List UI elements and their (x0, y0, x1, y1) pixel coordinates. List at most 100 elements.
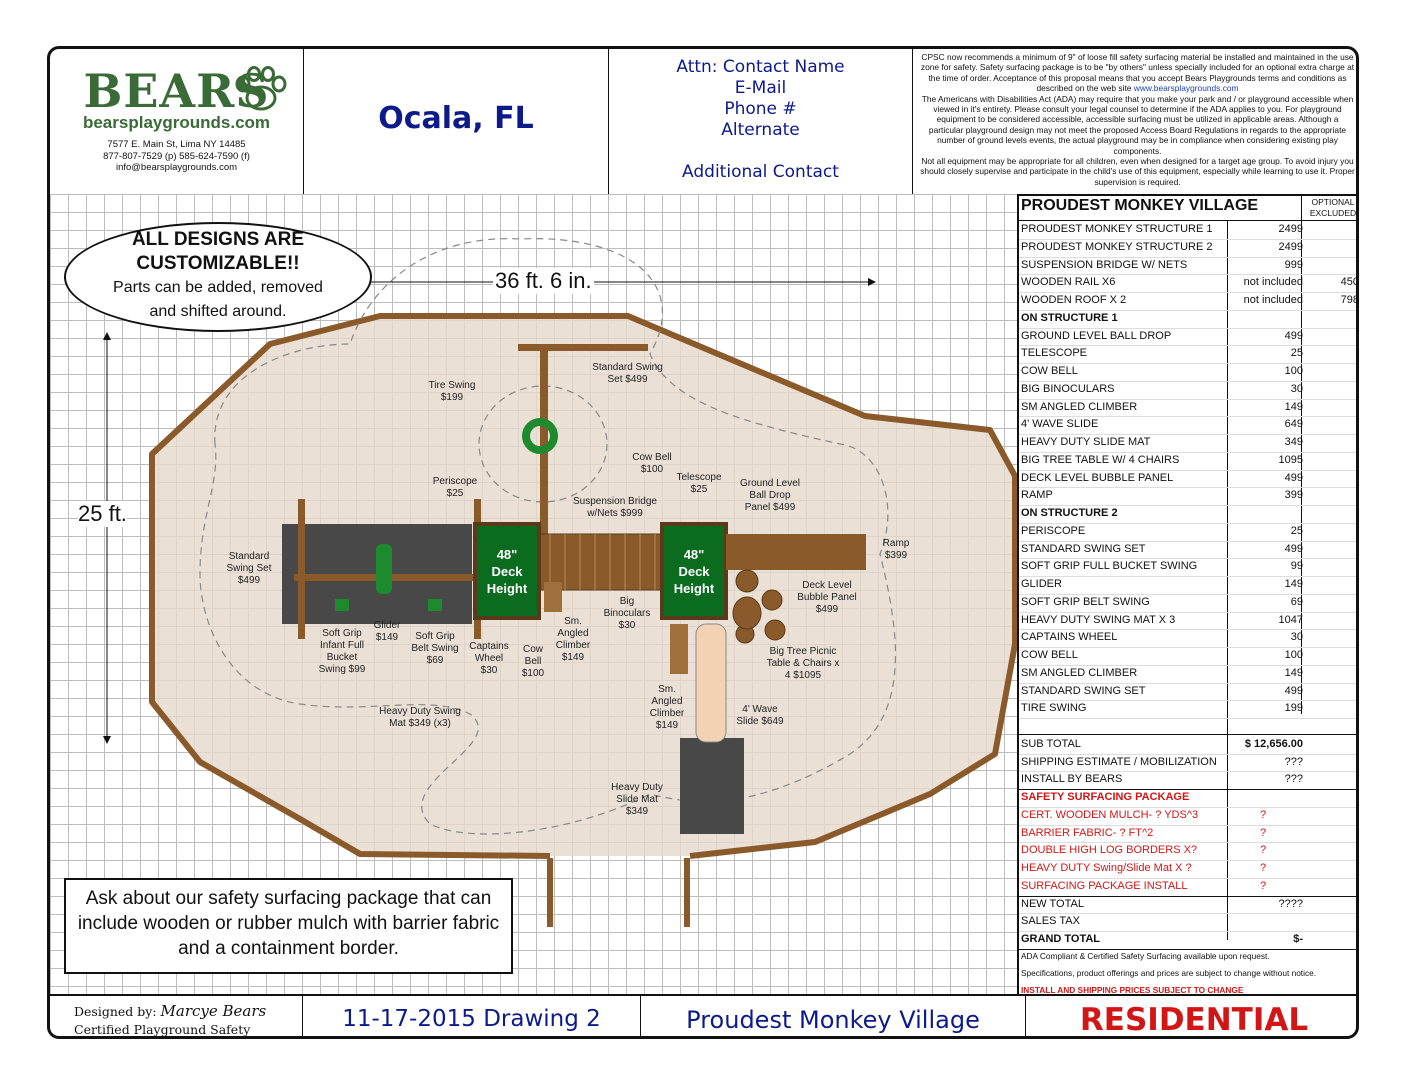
price-item-value: not included (1243, 294, 1303, 306)
project-name: Proudest Monkey Village (641, 996, 1026, 1036)
paw-icon (235, 66, 287, 111)
additional-contact: Additional Contact (682, 162, 839, 182)
label-cow-bell-1: Cow Bell $100 (632, 452, 672, 475)
price-item-name: TIRE SWING (1021, 702, 1087, 715)
price-item-name: GROUND LEVEL BALL DROP (1021, 329, 1172, 342)
grand-total-row: GRAND TOTAL$- (1019, 931, 1356, 950)
plan-sheet: BEARS bearsplaygrounds.com 7577 E. Main … (47, 46, 1359, 1039)
price-item-value: 99 (1290, 560, 1303, 573)
price-item-value: 149 (1284, 400, 1303, 413)
date-drawing: 11-17-2015 Drawing 2 (303, 996, 641, 1036)
price-item-value: 30 (1290, 382, 1303, 395)
price-item-name: CERT. WOODEN MULCH- ? YDS^3 (1021, 808, 1199, 821)
price-item-name: WOODEN ROOF X 2 (1021, 294, 1127, 306)
deck-structure-2 (660, 522, 728, 620)
price-item-name: INSTALL BY BEARS (1021, 773, 1123, 786)
price-item-name: GLIDER (1021, 578, 1062, 590)
customizable-body: Parts can be added, removed and shifted … (113, 279, 323, 320)
label-soft-grip-belt: Soft Grip Belt Swing $69 (411, 631, 459, 666)
price-item-name: SALES TAX (1021, 915, 1080, 928)
price-row: SOFT GRIP FULL BUCKET SWING 99 (1019, 558, 1356, 578)
surfacing-row: CERT. WOODEN MULCH- ? YDS^3? (1019, 807, 1356, 826)
price-item-value: ? (1259, 844, 1267, 857)
price-item-value: 100 (1284, 649, 1303, 661)
label-periscope: Periscope $25 (432, 476, 478, 499)
price-item-value: 499 (1284, 329, 1303, 342)
surfacing-row: DOUBLE HIGH LOG BORDERS X?? (1019, 842, 1356, 862)
price-row: CAPTAINS WHEEL 30 (1019, 629, 1356, 649)
price-item-name: SAFETY SURFACING PACKAGE (1021, 791, 1190, 803)
price-item-value: 2499 (1278, 240, 1303, 253)
price-item-name: NEW TOTAL (1021, 897, 1084, 910)
price-item-name: HEAVY DUTY SWING MAT X 3 (1021, 613, 1176, 626)
price-item-value: 25 (1290, 347, 1303, 360)
price-item-value: $- (1293, 933, 1303, 945)
designer-name: Marcye Bears (160, 1002, 267, 1020)
price-item-value: 999 (1284, 258, 1303, 271)
label-slide-mat: Heavy Duty Slide Mat $349 (611, 782, 663, 817)
customizable-callout: ALL DESIGNS ARE CUSTOMIZABLE!! Parts can… (64, 222, 372, 332)
price-item-value: 2499 (1278, 223, 1303, 235)
company-address: 7577 E. Main St, Lima NY 14485 (107, 139, 246, 150)
price-item-name: SHIPPING ESTIMATE / MOBILIZATION (1021, 755, 1217, 768)
price-item-value: ? (1259, 879, 1267, 892)
label-captains-wheel: Captains Wheel $30 (469, 641, 509, 676)
surfacing-row: BARRIER FABRIC- ? FT^2? (1019, 825, 1356, 844)
price-item-name: SOFT GRIP BELT SWING (1021, 595, 1150, 608)
optional-excluded-header: OPTIONAL EXCLUDED (1309, 197, 1357, 218)
price-item-name: HEAVY DUTY Swing/Slide Mat X ? (1021, 862, 1192, 874)
dimension-lines (103, 278, 876, 744)
website-link[interactable]: www.bearsplaygrounds.com (1133, 83, 1239, 94)
price-item-name: PROUDEST MONKEY STRUCTURE 2 (1021, 240, 1213, 253)
price-item-name: SOFT GRIP FULL BUCKET SWING (1021, 560, 1198, 573)
label-sm-climber-1: Sm. Angled Climber $149 (555, 616, 591, 663)
price-item-value: 499 (1284, 542, 1303, 555)
label-wave-slide: 4' Wave Slide $649 (736, 704, 784, 727)
label-ramp: Ramp $399 (882, 538, 910, 561)
price-item-name: CAPTAINS WHEEL (1021, 631, 1118, 644)
price-item-value: 399 (1284, 489, 1303, 502)
contact-block: Attn: Contact Name E-Mail Phone # Altern… (609, 49, 913, 194)
price-item-name: BIG BINOCULARS (1021, 382, 1115, 395)
price-item-value: not included (1243, 276, 1303, 289)
price-item-name: DECK LEVEL BUBBLE PANEL (1021, 471, 1174, 484)
price-footnote: INSTALL AND SHIPPING PRICES SUBJECT TO C… (1021, 984, 1244, 995)
ramp (726, 534, 866, 570)
price-item-name: RAMP (1021, 489, 1053, 502)
install-row: INSTALL BY BEARS??? (1019, 771, 1356, 791)
location-block: Ocala, FL (304, 49, 609, 194)
price-item-name: TELESCOPE (1021, 347, 1088, 360)
label-cow-bell-2: Cow Bell $100 (521, 644, 545, 679)
price-item-name: BIG TREE TABLE W/ 4 CHAIRS (1021, 453, 1180, 466)
price-item-value: 25 (1290, 524, 1303, 537)
label-telescope: Telescope $25 (676, 472, 722, 495)
customizable-title: ALL DESIGNS ARE CUSTOMIZABLE!! (131, 229, 305, 274)
price-item-name: SM ANGLED CLIMBER (1021, 400, 1138, 413)
price-table: PROUDEST MONKEY VILLAGE OPTIONAL EXCLUDE… (1017, 194, 1357, 995)
price-item-value: 30 (1290, 631, 1303, 644)
price-item-value: ???? (1278, 897, 1303, 910)
price-item-name: COW BELL (1021, 365, 1078, 377)
price-item-value: 149 (1284, 666, 1303, 679)
price-item-name: SUSPENSION BRIDGE W/ NETS (1021, 258, 1188, 271)
price-row: ON STRUCTURE 2 (1019, 505, 1356, 524)
shipping-row: SHIPPING ESTIMATE / MOBILIZATION??? (1019, 754, 1356, 773)
label-big-binoculars: Big Binoculars $30 (603, 596, 651, 631)
price-item-value: ? (1259, 862, 1267, 874)
new-total-row: NEW TOTAL???? (1019, 896, 1356, 915)
logo-text: BEARS (83, 64, 270, 118)
label-sm-climber-2: Sm. Angled Climber $149 (649, 684, 685, 731)
label-suspension-bridge: Suspension Bridge w/Nets $999 (573, 496, 657, 519)
price-item-value: 149 (1284, 578, 1303, 590)
price-item-value: ??? (1284, 773, 1303, 786)
deck-structure-1 (473, 522, 541, 620)
price-row: SUSPENSION BRIDGE W/ NETS 999 (1019, 257, 1356, 276)
price-item-name: BARRIER FABRIC- ? FT^2 (1021, 826, 1154, 839)
price-item-name: SM ANGLED CLIMBER (1021, 666, 1138, 679)
price-row: TELESCOPE 25 (1019, 345, 1356, 365)
